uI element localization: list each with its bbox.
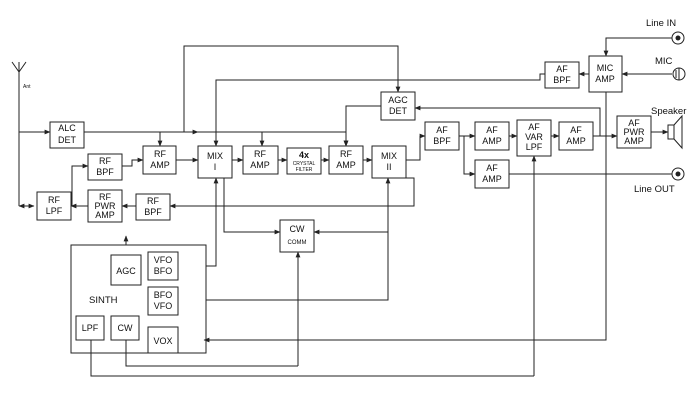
af-amp-2-block: AF AMP [558,121,594,151]
agc-det-block: AGC DET [380,91,416,121]
speaker-label: Speaker [651,106,686,117]
synth-label: SINTH [89,295,118,306]
af-var-lpf-block: AF VAR LPF [516,119,552,157]
svg-text:AF: AF [570,125,582,135]
svg-text:AGC: AGC [388,95,408,105]
svg-text:CW: CW [118,323,133,333]
line-in-label: Line IN [646,18,676,29]
svg-text:AMP: AMP [482,174,502,184]
svg-text:BFO: BFO [154,290,173,300]
svg-text:AMP: AMP [566,136,586,146]
svg-text:DET: DET [389,106,408,116]
svg-text:LPF: LPF [46,206,63,216]
svg-text:RF: RF [340,149,352,159]
crystal-filter-block: 4x CRYSTAL FILTER [286,147,322,175]
af-bpf-mic-block: AF BPF [544,61,580,89]
svg-text:AMP: AMP [482,136,502,146]
svg-text:RF: RF [254,149,266,159]
svg-text:MIX: MIX [207,151,223,161]
rf-bpf-top-block: RF BPF [87,153,123,181]
svg-text:FILTER: FILTER [296,167,313,173]
svg-text:LPF: LPF [526,142,543,152]
mic-label: MIC [655,56,673,67]
svg-text:4x: 4x [299,150,309,160]
af-amp-1-block: AF AMP [474,121,510,151]
svg-text:AMP: AMP [150,160,170,170]
svg-text:RF: RF [154,149,166,159]
svg-text:AF: AF [556,64,568,74]
rf-amp-3-block: RF AMP [328,145,364,175]
svg-text:BPF: BPF [433,136,451,146]
svg-text:AF: AF [486,163,498,173]
mic-amp-block: MIC AMP [588,55,623,93]
svg-text:AMP: AMP [336,160,356,170]
svg-text:RF: RF [99,192,111,202]
alc-det-block: ALC DET [49,121,85,149]
line-in-jack-icon [671,31,685,45]
line-out-label: Line OUT [634,184,675,195]
svg-text:PWR: PWR [95,201,116,211]
svg-text:BPF: BPF [553,75,571,85]
svg-text:LPF: LPF [82,323,99,333]
antenna-icon [11,61,27,73]
rf-amp-2-block: RF AMP [242,145,279,175]
svg-text:CRYSTAL: CRYSTAL [293,161,316,167]
svg-text:BPF: BPF [96,167,114,177]
rf-lpf-block: RF LPF [36,191,72,221]
rf-amp-1-block: RF AMP [142,145,177,175]
mix-1-block: MIX I [197,145,233,179]
svg-text:AF: AF [528,122,540,132]
svg-text:BPF: BPF [144,207,162,217]
synth-box [70,244,207,354]
svg-text:I: I [214,162,217,172]
svg-text:VAR: VAR [525,132,543,142]
vfo-bfo-block: VFO BFO [147,251,179,281]
svg-text:RF: RF [147,196,159,206]
svg-text:MIX: MIX [381,151,397,161]
svg-text:AGC: AGC [116,266,136,276]
af-pwr-amp-block: AF PWR AMP [616,115,652,149]
agc-block: AGC [110,254,142,286]
microphone-icon [672,67,686,81]
rf-bpf-bottom-block: RF BPF [135,193,171,221]
svg-text:AMP: AMP [95,210,115,220]
cw-block: CW [110,315,140,341]
svg-text:AF: AF [628,118,640,128]
antenna-label: Ant [23,84,31,90]
af-amp-out-block: AF AMP [474,159,510,189]
svg-text:PWR: PWR [624,127,645,137]
svg-text:AMP: AMP [250,160,270,170]
bfo-vfo-block: BFO VFO [147,286,179,316]
vox-block: VOX [147,326,179,354]
svg-text:CW: CW [290,224,305,234]
wires [18,37,672,377]
svg-text:AMP: AMP [595,74,615,84]
mix-2-block: MIX II [371,145,407,179]
svg-text:AF: AF [486,125,498,135]
svg-text:VOX: VOX [153,336,172,346]
svg-text:RF: RF [48,195,60,205]
svg-text:AMP: AMP [624,136,644,146]
rf-pwr-amp-block: RF PWR AMP [87,189,123,223]
svg-text:BFO: BFO [154,266,173,276]
lpf-block: LPF [75,315,105,341]
svg-text:MIC: MIC [597,63,614,73]
svg-text:VFO: VFO [154,301,173,311]
svg-text:AF: AF [436,125,448,135]
svg-text:II: II [386,162,391,172]
line-out-jack-icon [671,167,685,181]
af-bpf-block: AF BPF [424,121,460,151]
svg-text:COMM: COMM [288,240,307,246]
svg-text:RF: RF [99,156,111,166]
cw-comm-block: CW COMM [279,219,315,253]
speaker-icon [667,114,683,150]
svg-text:DET: DET [58,135,77,145]
svg-text:ALC: ALC [58,123,76,133]
svg-text:VFO: VFO [154,255,173,265]
